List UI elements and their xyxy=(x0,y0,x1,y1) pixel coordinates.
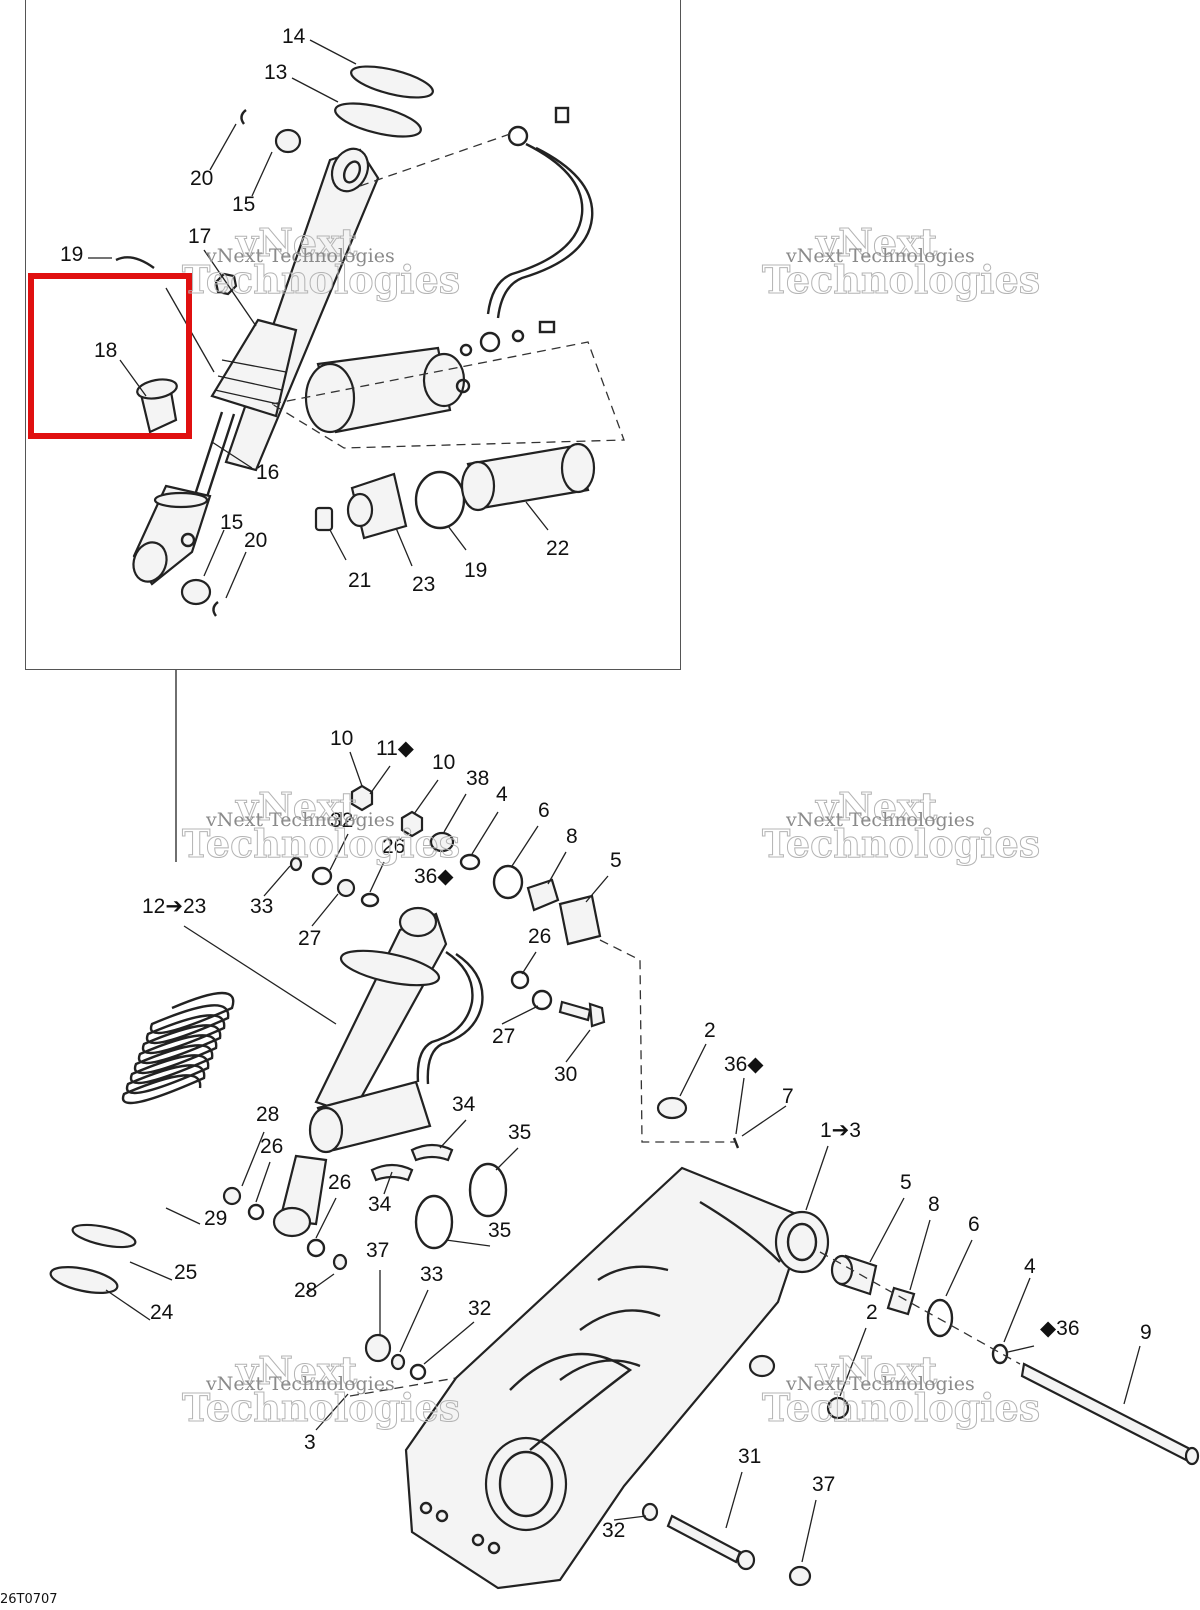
callout-c31: 31 xyxy=(738,1445,762,1468)
callout-c19b: 19 xyxy=(464,559,488,582)
main-leaders xyxy=(105,751,1141,1563)
callout-c19a: 19 xyxy=(60,243,84,266)
callout-c25: 25 xyxy=(174,1261,198,1284)
callout-c20b: 20 xyxy=(244,529,268,552)
callout-c15a: 15 xyxy=(232,193,256,216)
callout-c28a: 28 xyxy=(256,1103,280,1126)
callout-c5b: 5 xyxy=(900,1171,912,1194)
callout-c36c: ◆36 xyxy=(1040,1317,1080,1340)
callout-c10b: 10 xyxy=(432,751,456,774)
callout-c26a: 26 xyxy=(382,835,406,858)
callout-c26d: 26 xyxy=(328,1171,352,1194)
inset-shock-drawing xyxy=(115,65,625,617)
coil-spring xyxy=(121,991,235,1105)
callout-c26c: 26 xyxy=(260,1135,284,1158)
part-18-highlight-box xyxy=(28,273,192,439)
callout-c29: 29 xyxy=(204,1207,228,1230)
callout-c8b: 8 xyxy=(928,1193,940,1216)
callout-c18: 18 xyxy=(94,339,118,362)
callout-c27b: 27 xyxy=(492,1025,516,1048)
callout-c34b: 34 xyxy=(368,1193,392,1216)
callout-c28b: 28 xyxy=(294,1279,318,1302)
callout-c20a: 20 xyxy=(190,167,214,190)
callout-c5a: 5 xyxy=(610,849,622,872)
callout-c33a: 33 xyxy=(250,895,274,918)
callout-c6a: 6 xyxy=(538,799,550,822)
callout-c11: 11◆ xyxy=(376,737,414,760)
callout-c13a: 13 xyxy=(264,61,288,84)
callout-c16: 16 xyxy=(256,461,280,484)
callout-c23: 23 xyxy=(412,573,436,596)
callout-c34a: 34 xyxy=(452,1093,476,1116)
callout-c30: 30 xyxy=(554,1063,578,1086)
callout-c32c: 32 xyxy=(602,1519,626,1542)
callout-c1223: 12➔23 xyxy=(142,895,207,918)
shock-detail-inset xyxy=(25,0,681,670)
callout-c26b: 26 xyxy=(528,925,552,948)
callout-c17: 17 xyxy=(188,225,212,248)
callout-c38: 38 xyxy=(466,767,490,790)
callout-c14a: 14 xyxy=(282,25,306,48)
callout-c4b: 4 xyxy=(1024,1255,1036,1278)
callout-c9: 9 xyxy=(1140,1321,1152,1344)
callout-c21: 21 xyxy=(348,569,372,592)
inset-leaders xyxy=(88,39,549,599)
callout-c35a: 35 xyxy=(508,1121,532,1144)
callout-c3: 3 xyxy=(304,1431,316,1454)
callout-c36b: 36◆ xyxy=(724,1053,764,1076)
callout-c24: 24 xyxy=(150,1301,174,1324)
callout-c35b: 35 xyxy=(488,1219,512,1242)
callout-c15b: 15 xyxy=(220,511,244,534)
callout-c37b: 37 xyxy=(812,1473,836,1496)
callout-c2a: 2 xyxy=(704,1019,716,1042)
callout-c4a: 4 xyxy=(496,783,508,806)
swing-arm xyxy=(404,1166,830,1590)
main-assembly-drawing xyxy=(49,784,1200,1590)
callout-c7: 7 xyxy=(782,1085,794,1108)
callout-c32a: 32 xyxy=(330,809,354,832)
drawing-code: 26T0707 xyxy=(0,1592,58,1607)
callout-c32b: 32 xyxy=(468,1297,492,1320)
callout-c36a: 36◆ xyxy=(414,865,454,888)
callout-c6b: 6 xyxy=(968,1213,980,1236)
callout-c13: 1➔3 xyxy=(820,1119,861,1142)
callout-c8a: 8 xyxy=(566,825,578,848)
callout-c2b: 2 xyxy=(866,1301,878,1324)
callout-c22: 22 xyxy=(546,537,570,560)
callout-c27a: 27 xyxy=(298,927,322,950)
callout-c33b: 33 xyxy=(420,1263,444,1286)
callout-c10a: 10 xyxy=(330,727,354,750)
callout-c37a: 37 xyxy=(366,1239,390,1262)
